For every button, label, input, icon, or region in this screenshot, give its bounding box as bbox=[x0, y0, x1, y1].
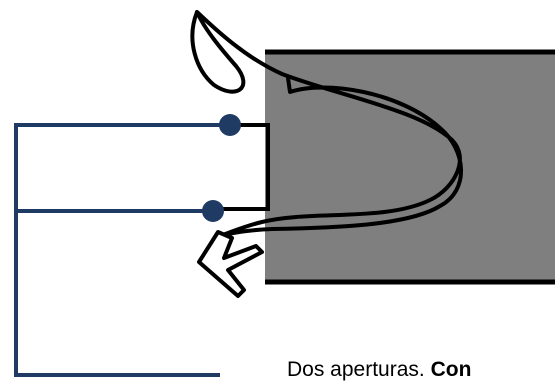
caption-bold: Con bbox=[430, 358, 472, 381]
arrow-head-icon bbox=[197, 230, 264, 298]
caption-prefix: Dos aperturas. bbox=[287, 358, 431, 381]
circuit-wire bbox=[14, 123, 230, 377]
upper-junction-dot bbox=[219, 114, 241, 136]
lower-junction-dot bbox=[202, 200, 224, 222]
caption-text: Dos aperturas. Con bbox=[287, 358, 471, 382]
gray-panel bbox=[265, 52, 555, 282]
loop-arrow bbox=[190, 10, 463, 240]
panel-notch bbox=[215, 123, 270, 211]
